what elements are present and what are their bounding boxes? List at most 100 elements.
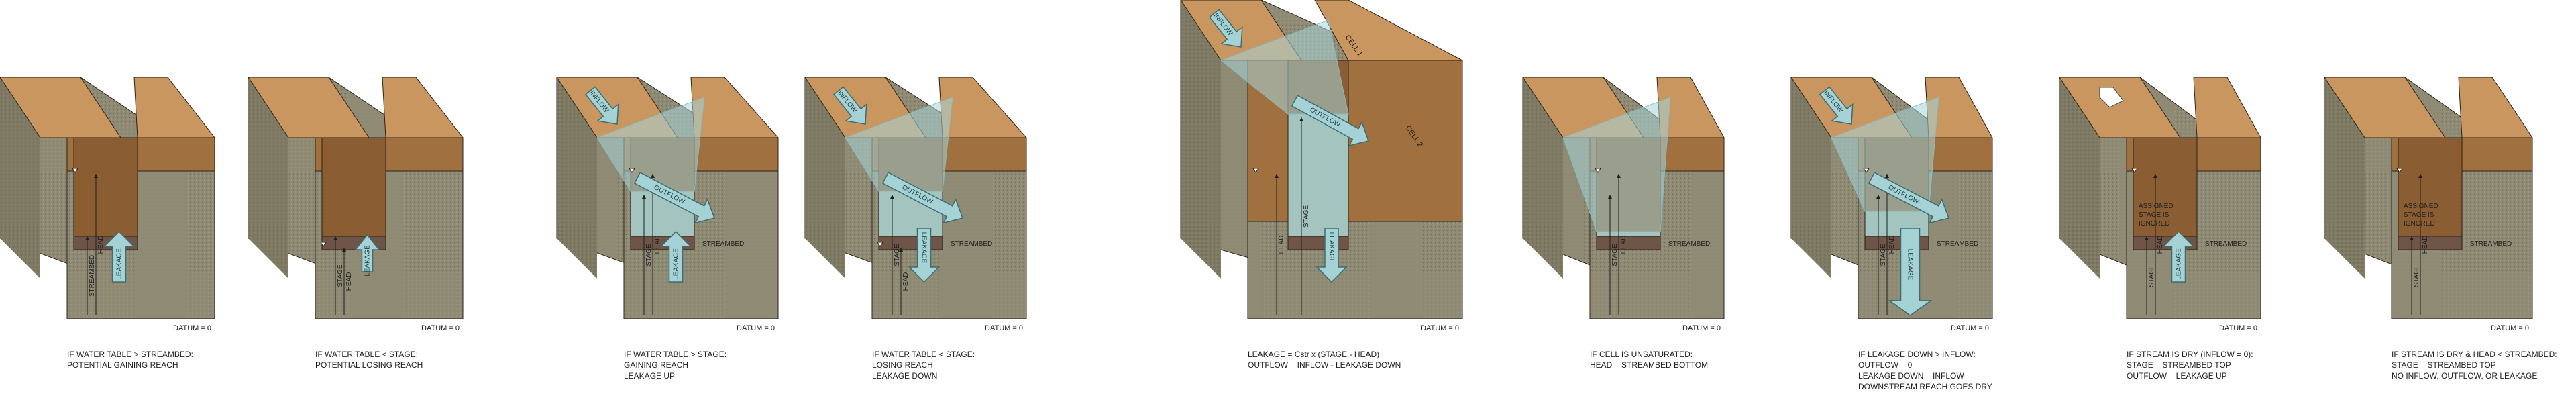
datum-label: DATUM = 0: [2491, 324, 2529, 332]
head-dimension-label: HEAD: [2157, 236, 2164, 254]
bank-front-right: [694, 137, 779, 172]
bank-front-left: [66, 137, 74, 172]
note-line: IGNORED: [2404, 220, 2435, 228]
stage-dimension-label: STAGE: [1611, 244, 1619, 266]
head-dimension-label: HEAD: [654, 236, 661, 254]
water-table-marker: [1863, 168, 1870, 173]
caption-line: OUTFLOW = LEAKAGE UP: [2127, 371, 2227, 381]
stage-dimension-label: STAGE: [645, 244, 653, 266]
datum-label: DATUM = 0: [173, 324, 211, 332]
leakage-arrow: [354, 234, 380, 272]
caption-line: LEAKAGE = Cstr x (STAGE - HEAD): [1248, 350, 1380, 359]
stage-dimension-arrowhead: [2410, 236, 2414, 240]
leakage-label: LEAKAGE: [1907, 249, 1914, 281]
head-dimension-arrowhead: [651, 174, 655, 178]
leakage-label: LEAKAGE: [1328, 232, 1335, 264]
caption-line: IF CELL IS UNSATURATED:: [1590, 350, 1693, 359]
head-dimension-arrowhead: [2153, 174, 2157, 178]
datum-label: DATUM = 0: [2219, 324, 2257, 332]
bank-top-right: [938, 77, 1028, 138]
caption-line: STAGE = STREAMBED TOP: [2127, 360, 2231, 370]
caption-line: IF WATER TABLE < STAGE:: [872, 350, 975, 359]
inflow-arrow: [1208, 9, 1243, 48]
head-dimension-label: HEAD: [902, 272, 910, 291]
caption-line: IF WATER TABLE < STAGE:: [315, 350, 419, 359]
bank-top-right: [133, 77, 216, 138]
water-table-marker: [2131, 168, 2138, 173]
soil-side: [557, 77, 597, 279]
caption-line: HEAD = STREAMBED BOTTOM: [1590, 360, 1709, 370]
head-dimension-arrowhead: [1617, 174, 1621, 178]
head-dimension-arrowhead: [899, 248, 903, 252]
caption-p6: IF CELL IS UNSATURATED:HEAD = STREAMBED …: [1590, 349, 1708, 370]
soil-side: [2324, 77, 2365, 279]
head-dimension-label: HEAD: [2422, 236, 2429, 254]
leakage-arrow: [2162, 230, 2195, 283]
leakage-label: LEAKAGE: [2176, 248, 2183, 280]
stream-surface: [1562, 97, 1671, 232]
caption-line: STAGE = STREAMBED TOP: [2392, 360, 2496, 370]
caption-p1: IF WATER TABLE > STREAMBED:POTENTIAL GAI…: [67, 349, 193, 370]
bank-front-left: [2126, 137, 2134, 172]
note-line: STAGE IS: [2404, 211, 2434, 219]
soil-side: [1181, 0, 1221, 279]
streambed-label: STREAMBED: [951, 240, 992, 248]
bank-front-left: [315, 137, 323, 172]
leakage-label: LEAKAGE: [920, 232, 928, 264]
streambed-label: STREAMBED: [2205, 240, 2247, 248]
stream-water: [1596, 231, 1661, 237]
caption-line: GAINING REACH: [624, 360, 689, 370]
datum-label: DATUM = 0: [421, 324, 460, 332]
datum-label: DATUM = 0: [1421, 324, 1459, 332]
leakage-arrow: [1316, 228, 1348, 283]
soil-side: [805, 77, 845, 279]
stream-surface: [596, 97, 705, 192]
note-line: ASSIGNED: [2139, 203, 2174, 210]
stage-dimension-arrowhead: [85, 236, 89, 240]
head-dimension-arrowhead: [342, 248, 346, 252]
head-dimension-arrowhead: [1275, 174, 1279, 178]
leakage-arrow: [659, 230, 692, 283]
note-line: IGNORED: [2139, 220, 2170, 228]
caption-p9: IF STREAM IS DRY & HEAD < STREAMBED:STAG…: [2392, 349, 2557, 381]
head-dimension-arrowhead: [94, 174, 98, 178]
datum-label: DATUM = 0: [737, 324, 775, 332]
head-dimension-label: HEAD: [1620, 236, 1627, 254]
head-dimension-label: HEAD: [1888, 236, 1896, 254]
water-table-marker: [1252, 168, 1259, 173]
stage-dimension-arrowhead: [1876, 195, 1880, 199]
inflow-arrow: [584, 86, 619, 125]
head-dimension-label: HEAD: [345, 272, 353, 291]
leakage-arrow: [103, 230, 136, 283]
caption-line: LEAKAGE DOWN: [872, 371, 938, 381]
leakage-label: LEAKAGE: [364, 245, 372, 277]
caption-line: OUTFLOW = 0: [1858, 360, 1913, 370]
bank-front-right: [2461, 137, 2533, 172]
caption-line: LEAKAGE DOWN = INFLOW: [1858, 371, 1964, 381]
caption-line: NO INFLOW, OUTFLOW, OR LEAKAGE: [2392, 371, 2538, 381]
outflow-arrow: [881, 172, 963, 224]
outflow-arrow: [1291, 95, 1369, 146]
channel-wall: [73, 137, 138, 237]
caption-line: IF WATER TABLE > STAGE:: [624, 350, 727, 359]
water-table-marker: [1595, 168, 1601, 173]
caption-p8: IF STREAM IS DRY (INFLOW = 0):STAGE = ST…: [2127, 349, 2253, 381]
stage-dimension-arrowhead: [642, 195, 646, 199]
channel-wall: [321, 137, 386, 237]
caption-line: LOSING REACH: [872, 360, 933, 370]
caption-line: IF WATER TABLE > STREAMBED:: [67, 350, 193, 359]
streambed-label: STREAMBED: [1668, 240, 1710, 248]
streambed: [1287, 236, 1349, 250]
bank-front-right: [1928, 137, 1993, 172]
soil-side: [1523, 77, 1563, 279]
inflow-arrow: [833, 86, 867, 125]
